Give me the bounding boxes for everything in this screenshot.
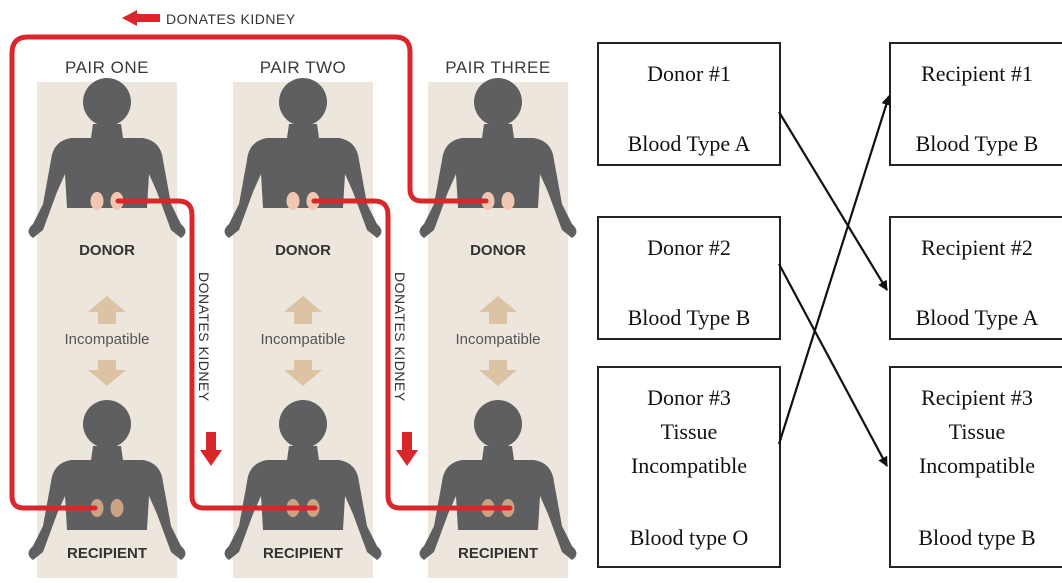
donor-figure bbox=[225, 78, 382, 238]
match-arrow-donor3-recipient1 bbox=[779, 96, 889, 444]
donor-figure bbox=[29, 78, 186, 238]
paired-exchange-illustration: DONATES KIDNEY DONATES KIDNEY DONATES KI… bbox=[0, 0, 590, 583]
arrow-down-icon bbox=[200, 432, 222, 466]
match-arrow-donor2-recipient3 bbox=[779, 264, 887, 466]
donor-label: DONOR bbox=[428, 242, 568, 259]
recipient-label: RECIPIENT bbox=[37, 545, 177, 562]
recipient-figure bbox=[420, 400, 577, 560]
donor-label: DONOR bbox=[37, 242, 177, 259]
incompatible-label: Incompatible bbox=[37, 331, 177, 348]
recipient-figure bbox=[29, 400, 186, 560]
pair-title: PAIR THREE bbox=[423, 58, 573, 78]
donates-kidney-label: DONATES KIDNEY bbox=[194, 272, 214, 432]
pair-title: PAIR ONE bbox=[32, 58, 182, 78]
match-arrows bbox=[593, 0, 1062, 583]
donation-chain-3-to-1 bbox=[12, 37, 486, 508]
incompatible-label: Incompatible bbox=[428, 331, 568, 348]
recipient-label: RECIPIENT bbox=[233, 545, 373, 562]
arrow-left-icon bbox=[122, 10, 160, 26]
illustration-graphics bbox=[0, 0, 590, 583]
recipient-figure bbox=[225, 400, 382, 560]
arrow-down-icon bbox=[396, 432, 418, 466]
pair-title: PAIR TWO bbox=[228, 58, 378, 78]
donates-kidney-label: DONATES KIDNEY bbox=[166, 11, 296, 27]
incompatible-label: Incompatible bbox=[233, 331, 373, 348]
donor-label: DONOR bbox=[233, 242, 373, 259]
donor-figure bbox=[420, 78, 577, 238]
matching-diagram: Donor #1 Blood Type A Donor #2 Blood Typ… bbox=[593, 0, 1062, 583]
match-arrow-donor1-recipient2 bbox=[779, 112, 887, 290]
donates-kidney-label: DONATES KIDNEY bbox=[390, 272, 410, 432]
recipient-label: RECIPIENT bbox=[428, 545, 568, 562]
